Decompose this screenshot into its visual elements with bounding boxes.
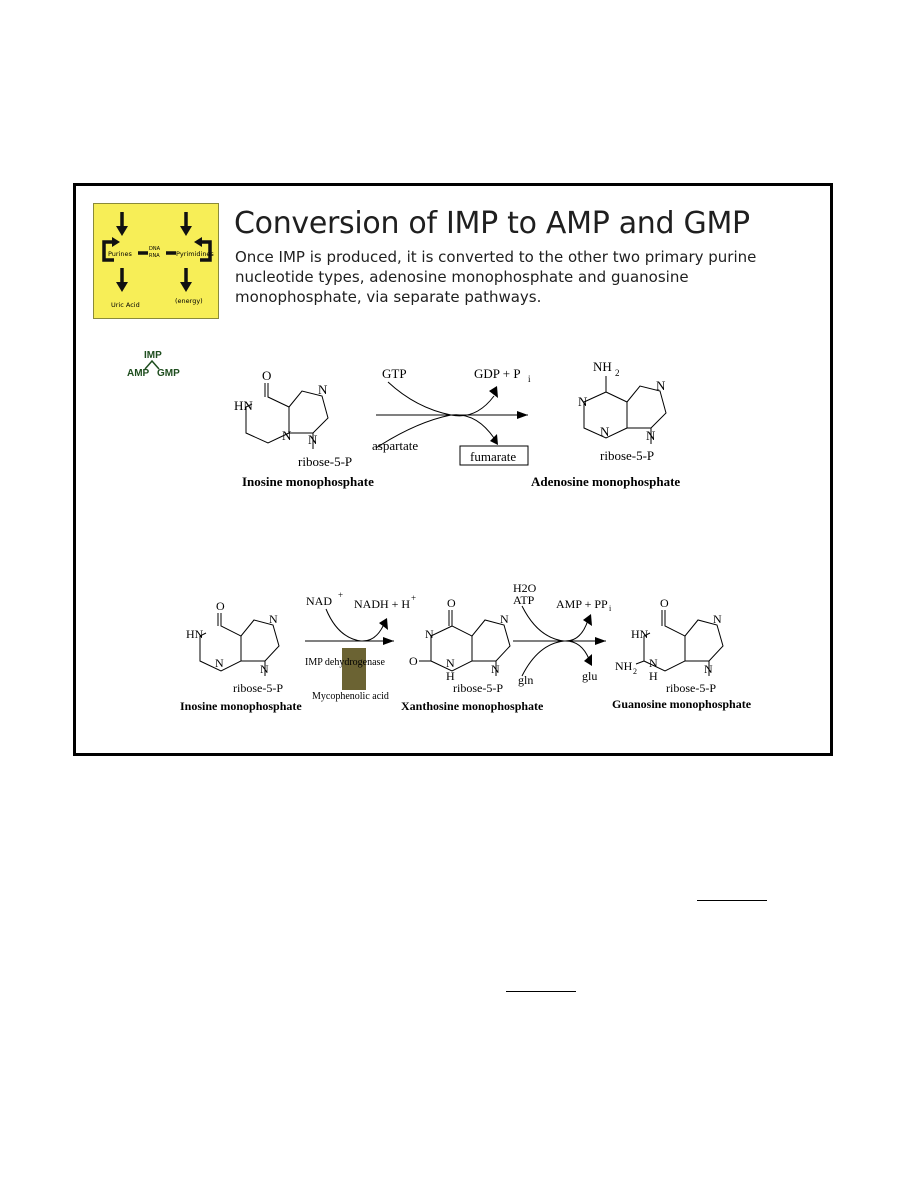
ino2-n3: N xyxy=(215,656,224,670)
ino1-oxygen: O xyxy=(262,368,271,383)
inosine-structure-1 xyxy=(245,383,329,449)
gmp-substrate-name: Inosine monophosphate xyxy=(180,699,302,713)
uric-acid-label: Uric Acid xyxy=(111,301,140,309)
gua-n3: N xyxy=(649,656,658,670)
amp-ppi-label: AMP + PP xyxy=(556,597,608,611)
imp-branch-icon: IMP AMP GMP xyxy=(127,350,180,379)
gua-nh2: NH xyxy=(615,659,633,673)
enzyme-label: IMP dehydrogenase xyxy=(305,657,385,668)
gua-n7: N xyxy=(713,612,722,626)
branch-imp-label: IMP xyxy=(144,350,162,361)
ino1-n9: N xyxy=(308,432,318,447)
ino2-n9: N xyxy=(260,662,269,676)
overview-diagram: Purines Pyrimidines DNA RNA Uric Acid (e… xyxy=(102,212,214,309)
gua-hn: HN xyxy=(631,627,649,641)
answer-line-2[interactable] xyxy=(506,991,576,992)
gua-ribose: ribose-5-P xyxy=(666,681,716,695)
xan-h: H xyxy=(446,669,455,683)
gdp-pi-subscript: i xyxy=(528,374,531,384)
guanosine-name: Guanosine monophosphate xyxy=(612,697,752,711)
xan-oxygen-2: O xyxy=(409,654,418,668)
ino2-n7: N xyxy=(269,612,278,626)
ade-ribose: ribose-5-P xyxy=(600,448,654,463)
fumarate-box xyxy=(459,445,529,466)
ino2-ribose: ribose-5-P xyxy=(233,681,283,695)
answer-line-1[interactable] xyxy=(697,900,767,901)
gtp-label: GTP xyxy=(382,366,407,381)
gua-n9: N xyxy=(704,662,713,676)
xanthosine-name: Xanthosine monophosphate xyxy=(401,699,544,713)
gua-nh2-sub: 2 xyxy=(633,667,637,676)
glu-label: glu xyxy=(582,669,597,683)
energy-label: (energy) xyxy=(175,297,203,305)
nad-plus: + xyxy=(338,590,343,600)
ino1-ribose: ribose-5-P xyxy=(298,454,352,469)
guanosine-structure xyxy=(635,610,724,676)
ino2-oxygen: O xyxy=(216,599,225,613)
xan-n9: N xyxy=(491,662,500,676)
reaction-schemes: IMP AMP GMP O HN N N N ribose-5-P Inosin… xyxy=(127,350,752,713)
nad-label: NAD xyxy=(306,594,332,608)
adenosine-structure xyxy=(583,376,667,444)
ade-n1: N xyxy=(578,394,588,409)
gln-label: gln xyxy=(518,673,533,687)
purines-label: Purines xyxy=(108,250,133,258)
ino2-hn: HN xyxy=(186,627,204,641)
ade-nh2-sub: 2 xyxy=(615,368,620,378)
branch-gmp-label: GMP xyxy=(157,368,180,379)
gua-h: H xyxy=(649,669,658,683)
gdp-label: GDP + P xyxy=(474,366,521,381)
amp-product-name: Adenosine monophosphate xyxy=(531,474,680,489)
xanthosine-structure xyxy=(419,610,511,676)
water-label: H2O xyxy=(513,581,537,595)
slide: Purines Pyrimidines DNA RNA Uric Acid (e… xyxy=(73,183,833,756)
fumarate-label: fumarate xyxy=(470,449,516,464)
ino1-n7: N xyxy=(318,382,328,397)
nadh-label: NADH + H xyxy=(354,597,410,611)
ino1-n3: N xyxy=(282,428,292,443)
amp-ppi-subscript: i xyxy=(609,604,612,613)
nadh-plus: + xyxy=(411,593,416,603)
inhibitor-box xyxy=(342,648,366,690)
ade-n9: N xyxy=(646,428,656,443)
atp-label: ATP xyxy=(513,593,535,607)
xan-ribose: ribose-5-P xyxy=(453,681,503,695)
slide-subtitle: Once IMP is produced, it is converted to… xyxy=(235,248,757,306)
inosine-structure-2 xyxy=(199,613,280,676)
xan-n3: N xyxy=(446,656,455,670)
pyrimidines-label: Pyrimidines xyxy=(176,250,214,258)
xan-oxygen-6: O xyxy=(447,596,456,610)
ade-n3: N xyxy=(600,424,610,439)
overview-thumbnail: Purines Pyrimidines DNA RNA Uric Acid (e… xyxy=(93,203,219,319)
inhibitor-label: Mycophenolic acid xyxy=(312,691,389,702)
aspartate-label: aspartate xyxy=(372,438,418,453)
ade-n7: N xyxy=(656,378,666,393)
amp-substrate-name: Inosine monophosphate xyxy=(242,474,374,489)
branch-amp-label: AMP xyxy=(127,368,150,379)
ade-nh2: NH xyxy=(593,359,612,374)
slide-title: Conversion of IMP to AMP and GMP xyxy=(234,206,750,241)
xan-n1: N xyxy=(425,627,434,641)
rna-label: RNA xyxy=(149,253,160,259)
ino1-hn: HN xyxy=(234,398,253,413)
xan-n7: N xyxy=(500,612,509,626)
gua-oxygen: O xyxy=(660,596,669,610)
dna-label: DNA xyxy=(149,246,161,252)
